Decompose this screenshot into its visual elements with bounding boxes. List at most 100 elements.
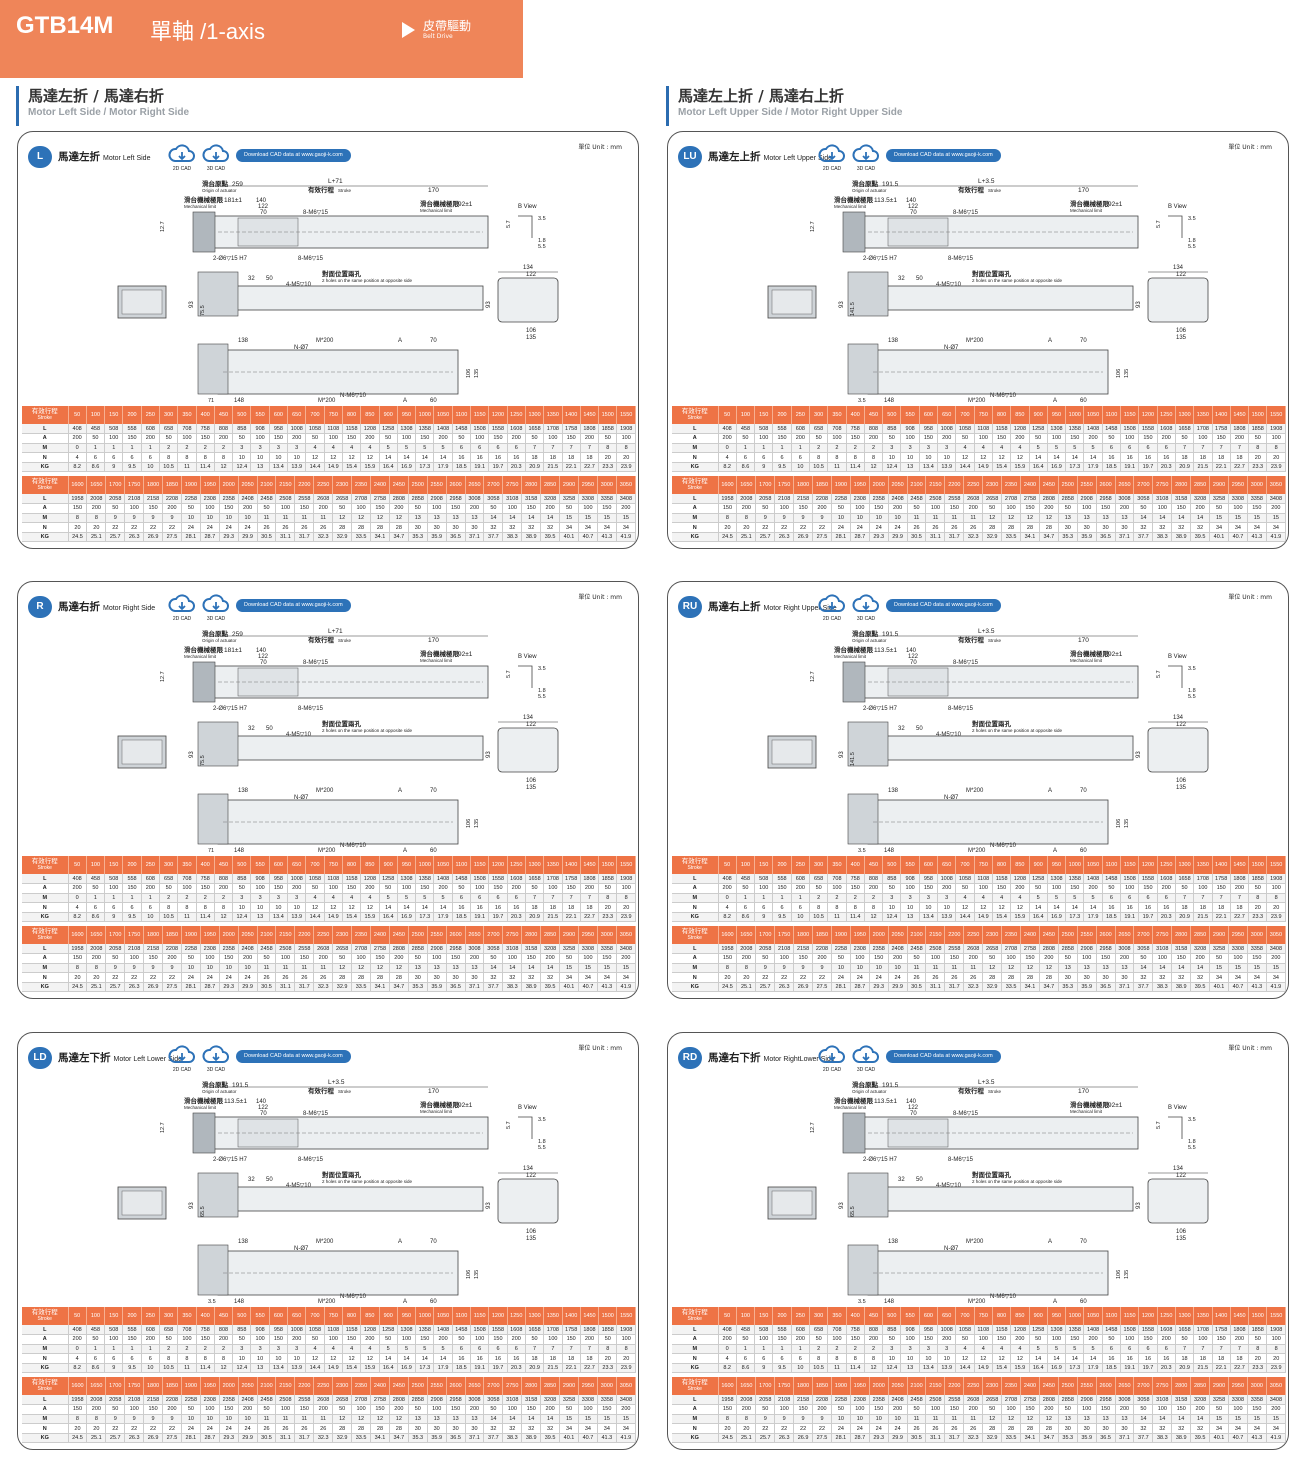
cad-2d-link[interactable]: 2D CAD: [166, 1045, 198, 1073]
stroke-value: 1500: [1248, 856, 1268, 874]
stroke-value: 2100: [907, 1377, 927, 1395]
table-cell: 11: [963, 513, 984, 524]
cad-3d-link[interactable]: 3D CAD: [200, 1045, 232, 1073]
table-cell: 50: [232, 883, 252, 894]
table-cell: 4: [955, 893, 975, 904]
table-cell: 5: [1029, 1344, 1048, 1355]
table-cell: 34: [1209, 522, 1229, 533]
table-cell: 11: [907, 963, 927, 974]
table-cell: 2208: [162, 1395, 182, 1406]
download-cad-link[interactable]: Download CAD data at www.gaoji-k.com: [886, 149, 1001, 162]
table-cell: 0: [68, 443, 87, 454]
table-cell: 2208: [812, 944, 832, 955]
table-cell: 858: [882, 874, 902, 885]
table-cell: 12: [1001, 1414, 1021, 1425]
cad-2d-link[interactable]: 2D CAD: [816, 144, 848, 172]
svg-text:134: 134: [1173, 715, 1184, 721]
table-cell: 13: [1115, 513, 1135, 524]
table-cell: 50: [483, 953, 504, 964]
table-cell: 50: [86, 433, 106, 444]
cad-2d-link[interactable]: 2D CAD: [166, 594, 198, 622]
download-cad-link[interactable]: Download CAD data at www.gaoji-k.com: [236, 149, 351, 162]
table-cell: 13: [1077, 1414, 1097, 1425]
table-cell: 200: [1115, 953, 1135, 964]
table-cell: 100: [754, 883, 774, 894]
table-cell: 1508: [470, 424, 490, 435]
cad-2d-link[interactable]: 2D CAD: [816, 594, 848, 622]
table-cell: 200: [791, 883, 810, 894]
cad-3d-link[interactable]: 3D CAD: [850, 1045, 882, 1073]
stroke-value: 2900: [1209, 1377, 1229, 1395]
table-cell: 20.9: [1175, 912, 1195, 923]
table-cell: 958: [269, 424, 289, 435]
table-cell: 26: [925, 972, 946, 983]
table-cell: 10: [831, 1414, 851, 1425]
table-cell: 100: [1266, 1334, 1286, 1345]
table-cell: 14: [521, 963, 542, 974]
table-cell: 1858: [598, 1325, 618, 1336]
svg-text:93: 93: [486, 301, 492, 308]
table-cell: 100: [397, 883, 417, 894]
svg-text:70: 70: [430, 788, 437, 794]
svg-text:滑台機械極限: 滑台機械極限: [420, 1100, 460, 1109]
table-cell: 14.9: [974, 1363, 993, 1374]
table-cell: 18: [1230, 1353, 1250, 1364]
table-cell: 26: [963, 1423, 984, 1434]
cad-2d-link[interactable]: 2D CAD: [166, 144, 198, 172]
svg-text:32: 32: [898, 726, 905, 732]
stroke-value: 1200: [488, 1307, 508, 1325]
table-cell: 10.5: [159, 1363, 179, 1374]
table-cell: 15: [616, 513, 637, 524]
stroke-value: 650: [937, 1307, 957, 1325]
table-cell: 4: [305, 893, 325, 904]
cad-3d-link[interactable]: 3D CAD: [850, 144, 882, 172]
svg-text:L+3.5: L+3.5: [978, 1079, 995, 1086]
svg-text:8-M6▽15: 8-M6▽15: [948, 1157, 974, 1163]
svg-text:5.5: 5.5: [538, 694, 546, 700]
svg-text:滑台原點: 滑台原點: [852, 179, 879, 188]
table-cell: 2908: [1077, 494, 1097, 505]
table-cell: 2108: [774, 1395, 795, 1406]
cad-3d-link[interactable]: 3D CAD: [200, 144, 232, 172]
svg-text:N-Ø7: N-Ø7: [944, 345, 959, 351]
table-cell: 7: [1193, 1344, 1213, 1355]
table-cell: 7: [1193, 443, 1213, 454]
table-cell: 608: [791, 874, 810, 885]
table-cell: 23.9: [616, 912, 636, 923]
table-cell: 14: [415, 1353, 435, 1364]
table-cell: 658: [809, 874, 829, 885]
cad-3d-link[interactable]: 3D CAD: [850, 594, 882, 622]
table-cell: 15: [1266, 1414, 1287, 1425]
table-cell: 39.5: [1190, 532, 1211, 543]
download-cad-link[interactable]: Download CAD data at www.gaoji-k.com: [236, 599, 351, 612]
stroke-value: 650: [287, 856, 307, 874]
table-cell: 2808: [389, 494, 409, 505]
stroke-value: 2400: [370, 476, 390, 494]
table-cell: 8: [809, 452, 829, 463]
stroke-value: 800: [342, 856, 362, 874]
stroke-value: 2450: [389, 1377, 409, 1395]
row-label: L: [672, 424, 719, 435]
download-cad-link[interactable]: Download CAD data at www.gaoji-k.com: [886, 1050, 1001, 1063]
stroke-value: 2550: [427, 926, 447, 944]
cad-3d-link[interactable]: 3D CAD: [200, 594, 232, 622]
table-cell: 39.5: [540, 982, 561, 993]
download-cad-link[interactable]: Download CAD data at www.gaoji-k.com: [236, 1050, 351, 1063]
table-cell: 2258: [831, 944, 851, 955]
download-cad-link[interactable]: Download CAD data at www.gaoji-k.com: [886, 599, 1001, 612]
svg-text:70: 70: [910, 210, 917, 216]
table-cell: 37.1: [1115, 1433, 1135, 1444]
table-cell: 8.6: [86, 1363, 106, 1374]
table-cell: 3: [919, 1344, 939, 1355]
svg-text:M*200: M*200: [316, 338, 334, 344]
table-cell: 37.7: [483, 1433, 504, 1444]
cad-2d-link[interactable]: 2D CAD: [816, 1045, 848, 1073]
table-cell: 100: [578, 953, 598, 964]
table-cell: 38.3: [1152, 1433, 1173, 1444]
table-cell: 50: [809, 433, 829, 444]
stroke-value: 2900: [559, 926, 579, 944]
table-cell: 28.1: [181, 1433, 201, 1444]
